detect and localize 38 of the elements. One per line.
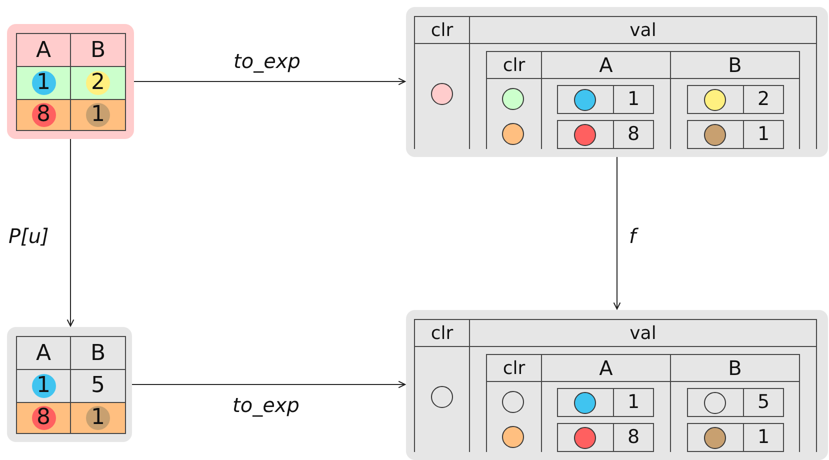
table-panel bbox=[406, 7, 828, 157]
table-panel bbox=[406, 310, 828, 460]
colored-number-marker: 1 bbox=[86, 103, 110, 127]
arrow bbox=[134, 78, 406, 86]
arrow bbox=[613, 156, 621, 310]
value-cell: 5 bbox=[743, 389, 783, 416]
colored-number-marker: 1 bbox=[32, 374, 56, 398]
arrow bbox=[132, 380, 406, 388]
colored-number-marker: 2 bbox=[86, 71, 110, 95]
header-cell: val bbox=[470, 319, 817, 347]
header-cell: B bbox=[71, 337, 126, 370]
table-panel bbox=[7, 24, 134, 139]
header-cell: clr bbox=[486, 354, 542, 382]
colored-number-marker: 8 bbox=[32, 103, 56, 127]
header-cell: clr bbox=[414, 16, 470, 44]
header-cell: A bbox=[16, 34, 71, 67]
value-cell: 1 bbox=[613, 389, 653, 416]
arrow bbox=[66, 138, 74, 327]
colored-number-marker: 8 bbox=[32, 406, 56, 430]
colored-number-marker: 1 bbox=[32, 71, 56, 95]
header-cell: clr bbox=[414, 319, 470, 347]
value-cell: 2 bbox=[743, 86, 783, 113]
table-panel bbox=[7, 327, 132, 442]
value-cell: 8 bbox=[613, 121, 653, 148]
header-cell: B bbox=[671, 354, 800, 382]
header-cell: A bbox=[542, 354, 671, 382]
header-cell: val bbox=[470, 16, 817, 44]
header-cell: clr bbox=[486, 51, 542, 79]
value-cell: 1 bbox=[743, 424, 783, 451]
colored-number-marker: 1 bbox=[86, 406, 110, 430]
header-cell: A bbox=[542, 51, 671, 79]
header-cell: B bbox=[71, 34, 126, 67]
value-cell: 8 bbox=[613, 424, 653, 451]
value-cell: 1 bbox=[613, 86, 653, 113]
value-cell: 1 bbox=[743, 121, 783, 148]
header-cell: A bbox=[16, 337, 71, 370]
cell-value: 5 bbox=[91, 375, 105, 397]
header-cell: B bbox=[671, 51, 800, 79]
